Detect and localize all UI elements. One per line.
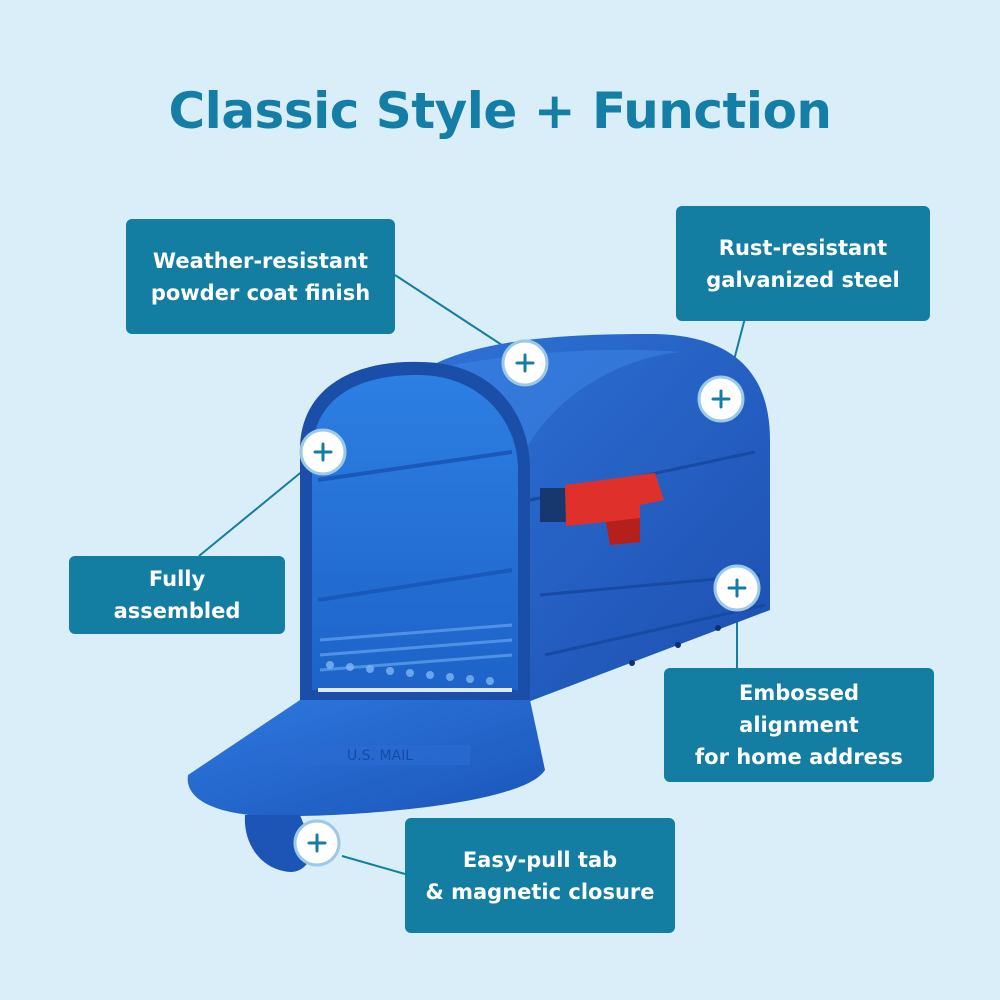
- callout-steel: Rust-resistant galvanized steel: [676, 206, 930, 321]
- page-title: Classic Style + Function: [168, 82, 832, 140]
- plus-marker-closure[interactable]: [293, 819, 341, 867]
- flag-icon: [540, 473, 664, 545]
- plus-marker-address[interactable]: [713, 564, 761, 612]
- plus-marker-assembled[interactable]: [299, 428, 347, 476]
- plus-marker-finish[interactable]: [501, 339, 549, 387]
- callout-address: Embossed alignment for home address: [664, 668, 934, 782]
- pull-tab: [244, 815, 312, 872]
- door-embossing: U.S. MAIL: [347, 748, 413, 764]
- mailbox-body: U.S. MAIL: [187, 334, 770, 872]
- callout-finish-text: Weather-resistant powder coat finish: [150, 248, 371, 305]
- callout-assembled: Fully assembled: [69, 556, 285, 634]
- callout-finish: Weather-resistant powder coat finish: [126, 219, 395, 334]
- callout-assembled-text: Fully assembled: [113, 567, 241, 623]
- callout-closure-text: Easy-pull tab & magnetic closure: [425, 847, 655, 904]
- callout-steel-text: Rust-resistant galvanized steel: [706, 235, 900, 292]
- plus-marker-steel[interactable]: [697, 375, 745, 423]
- callout-closure: Easy-pull tab & magnetic closure: [405, 818, 675, 933]
- callout-address-text: Embossed alignment for home address: [695, 681, 903, 769]
